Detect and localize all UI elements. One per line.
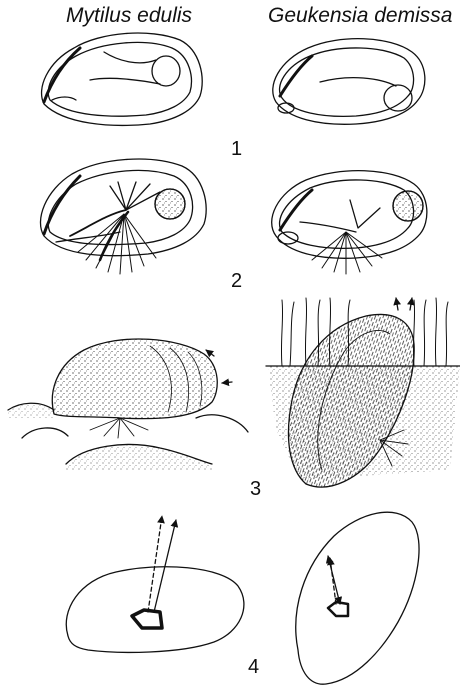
mytilus-byssus-diagram	[40, 159, 206, 274]
geukensia-shell-interior	[273, 39, 425, 125]
geukensia-in-marsh	[266, 298, 460, 487]
mytilus-outline-arrows	[66, 516, 244, 652]
mytilus-shell-interior	[42, 33, 203, 125]
geukensia-outline-arrows	[296, 512, 419, 684]
geukensia-byssus-diagram	[272, 171, 427, 274]
mytilus-on-rock	[8, 339, 248, 470]
